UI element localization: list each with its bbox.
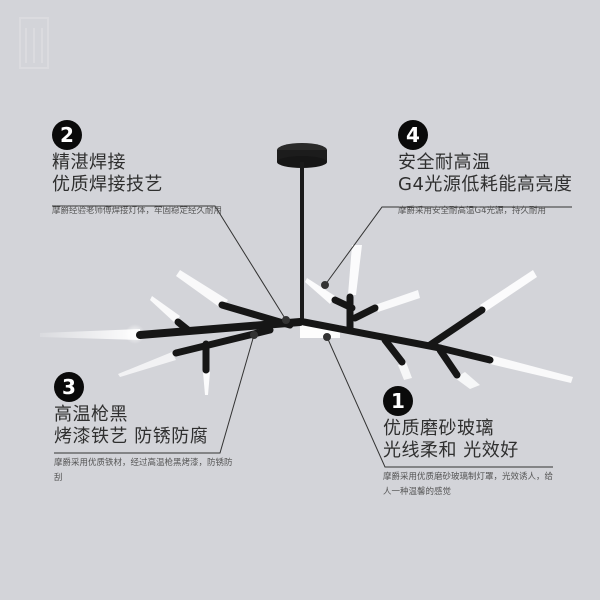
feature-description: 摩爵采用优质磨砂玻璃制灯罩，光效诱人，给人一种温馨的感觉 (383, 472, 554, 497)
feature-description: 摩爵经验老师傅焊接灯体，牢固稳定经久耐用 (52, 206, 223, 216)
feature-title-line1: 高温枪黑 (54, 404, 128, 425)
leader-lines (52, 205, 572, 468)
feature-title-line2: 烤漆铁艺 防锈防腐 (54, 426, 209, 447)
feature-title-line2: 优质焊接技艺 (52, 174, 163, 195)
feature-description: 摩爵采用优质铁材，经过高温枪黑烤漆，防锈防刮 (54, 458, 233, 483)
feature-number-badge: 1 (383, 386, 413, 416)
feature-title-line1: 安全耐高温 (398, 152, 491, 173)
feature-title-line1: 优质磨砂玻璃 (383, 418, 494, 439)
watermark-logo-icon (19, 17, 49, 69)
canopy (277, 143, 327, 322)
feature-description: 摩爵采用安全耐高温G4光源，持久耐用 (398, 206, 546, 216)
feature-callout-welding: 2 精湛焊接 优质焊接技艺 摩爵经验老师傅焊接灯体，牢固稳定经久耐用 (52, 120, 222, 219)
feature-number-badge: 3 (54, 372, 84, 402)
feature-callout-frosted-glass: 1 优质磨砂玻璃 光线柔和 光效好 摩爵采用优质磨砂玻璃制灯罩，光效诱人，给人一… (383, 386, 553, 500)
feature-number-badge: 2 (52, 120, 82, 150)
feature-title-line2: G4光源低耗能高亮度 (398, 174, 573, 195)
feature-callout-light-source: 4 安全耐高温 G4光源低耗能高亮度 摩爵采用安全耐高温G4光源，持久耐用 (398, 120, 573, 219)
feature-title-line1: 精湛焊接 (52, 152, 126, 173)
branch-arms (136, 293, 494, 379)
feature-title-line2: 光线柔和 光效好 (383, 440, 519, 461)
feature-callout-paint-finish: 3 高温枪黑 烤漆铁艺 防锈防腐 摩爵采用优质铁材，经过高温枪黑烤漆，防锈防刮 (54, 372, 234, 486)
feature-number-badge: 4 (398, 120, 428, 150)
glass-shades (40, 245, 573, 395)
